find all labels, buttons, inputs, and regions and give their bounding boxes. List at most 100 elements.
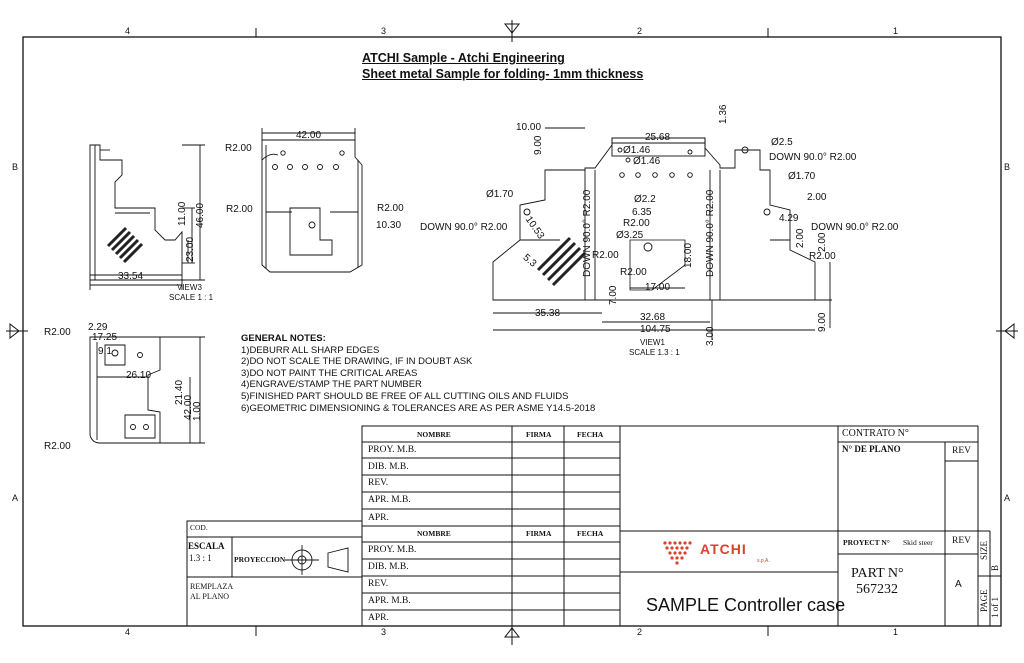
tb-escala-value: 1.3 : 1 [189,553,212,563]
note-item: 4)ENGRAVE/STAMP THE PART NUMBER [241,379,422,391]
tb-page-value: 1 of 1 [990,597,1000,618]
view3-drawing [89,144,205,290]
tb-al-plano: AL PLANO [190,592,230,601]
zone-top-4: 4 [125,26,131,36]
dim-bl-2610: 26.10 [126,370,152,381]
tb-row-top: APR. M.B. [368,495,411,505]
dim-v1-429: 4.29 [779,213,799,224]
tb-page-label: PAGE [979,589,989,612]
notes-heading: GENERAL NOTES: [241,333,326,344]
dim-v1-1000: 10.00 [516,122,542,133]
tb-rev-a: REV [952,446,971,456]
tb-row-bottom: DIB. M.B. [368,562,409,572]
dim-top-r2: R2.00 [226,204,253,215]
dim-v1-1700: 17.00 [645,282,671,293]
tb-row-bottom: REV. [368,579,389,589]
dim-v1-r200d: R2.00 [809,251,836,262]
zone-bottom-2: 2 [637,627,643,637]
dim-v3-h11: 11.00 [177,201,188,226]
zone-left-a: A [12,493,19,503]
dim-v1-down-l: DOWN 90.0° R2.00 [420,222,508,233]
zone-bottom-3: 3 [381,627,387,637]
dim-v1-d22: Ø2.2 [634,194,656,205]
general-notes: GENERAL NOTES: 1)DEBURR ALL SHARP EDGES … [241,333,595,414]
dim-v1-3268: 32.68 [640,312,666,323]
zone-right-a: A [1004,493,1011,503]
zone-left-b: B [12,162,19,172]
tb-rev-value: A [955,579,962,590]
view3-label: VIEW3 [177,283,202,292]
dim-v3-width: 33.54 [118,271,144,282]
note-item: 6)GEOMETRIC DIMENSIONING & TOLERANCES AR… [241,402,596,414]
dim-v1-700: 7.00 [608,285,619,305]
tb-row-top: APR. [368,513,389,523]
tb-col-fecha: FECHA [577,430,604,439]
zone-top-2: 2 [637,26,643,36]
tb-col-firma-2: FIRMA [526,529,552,538]
note-item: 2)DO NOT SCALE THE DRAWING, IF IN DOUBT … [241,356,473,368]
dim-v3-h46: 46.00 [195,202,206,228]
side-view-drawing [89,336,205,444]
tb-proyect-value: Skid steer [903,538,933,547]
dim-bl-100: 1.00 [192,401,203,421]
dim-v1-r200a: R2.00 [623,218,650,229]
drawing-title-line2: Sheet metal Sample for folding- 1mm thic… [362,67,644,81]
tb-rev-b: REV [952,536,971,546]
dim-v1-10475: 104.75 [640,324,671,335]
tb-size-label: SIZE [979,541,989,560]
zone-top-3: 3 [381,26,387,36]
zone-bottom-4: 4 [125,627,131,637]
dim-bl-1725: 17.25 [92,332,118,343]
dim-bl-91: 9.1 [98,346,112,357]
dim-v1-r200b: R2.00 [592,250,619,261]
tb-cod: COD. [190,523,208,532]
dim-v1-2568: 25.68 [645,132,671,143]
tb-de-plano: N° DE PLANO [842,444,901,454]
view1-label: VIEW1 [640,338,665,347]
dim-v1-900b: 9.00 [817,312,828,332]
dim-v1-r200c: R2.00 [620,267,647,278]
tb-remplaza: REMPLAZA [190,582,234,591]
dim-v1-d170b: Ø1.70 [788,171,816,182]
dim-top-1030: 10.30 [376,220,402,231]
tb-proyeccion: PROYECCION [234,555,286,564]
tb-part-name: SAMPLE Controller case [646,595,846,615]
dim-v1-900: 9.00 [533,135,544,155]
dim-v1-200a: 2.00 [807,192,827,203]
drawing-title-line1: ATCHI Sample - Atchi Engineering [362,51,565,65]
dim-top-r3: R2.00 [377,203,404,214]
dim-bl-229: 2.29 [88,322,108,333]
dim-top-w42: 42.00 [296,130,322,141]
zone-right-b: B [1004,162,1011,172]
tb-escala-label: ESCALA [188,541,225,551]
dim-v1-200b: 2.00 [795,228,806,248]
dim-v1-3538: 35.38 [535,308,561,319]
dim-v1-1800: 18.00 [683,242,694,268]
tb-col-fecha-2: FECHA [577,529,604,538]
zone-top-1: 1 [893,26,899,36]
tb-part-label: PART N° [851,566,904,581]
tb-logo-sub: s.p.A. [757,558,770,564]
note-item: 1)DEBURR ALL SHARP EDGES [241,344,380,356]
tb-row-top: REV. [368,478,389,488]
dim-v1-d146a: Ø1.46 [623,145,651,156]
tb-contrato: CONTRATO N° [842,428,909,439]
atchi-logo-icon [663,541,692,565]
dim-v1-d25: Ø2.5 [771,137,793,148]
dim-v1-d325: Ø3.25 [616,230,644,241]
note-item: 3)DO NOT PAINT THE CRITICAL AREAS [241,367,418,379]
tb-logo-text: ATCHI [700,541,747,557]
dim-v1-d170a: Ø1.70 [486,189,514,200]
note-item: 5)FINISHED PART SHOULD BE FREE OF ALL CU… [241,390,569,402]
tb-row-top: DIB. M.B. [368,462,409,472]
dim-bl-r2b: R2.00 [44,441,71,452]
top-view-drawing [261,128,363,273]
title-block-grid [186,425,1001,627]
dim-v3-h23: 23.00 [185,236,196,262]
zone-bottom-1: 1 [893,627,899,637]
tb-col-nombre-2: NOMBRE [417,529,451,538]
tb-row-bottom: APR. [368,613,389,623]
view1-drawing [492,127,832,340]
tb-row-bottom: PROY. M.B. [368,545,417,555]
